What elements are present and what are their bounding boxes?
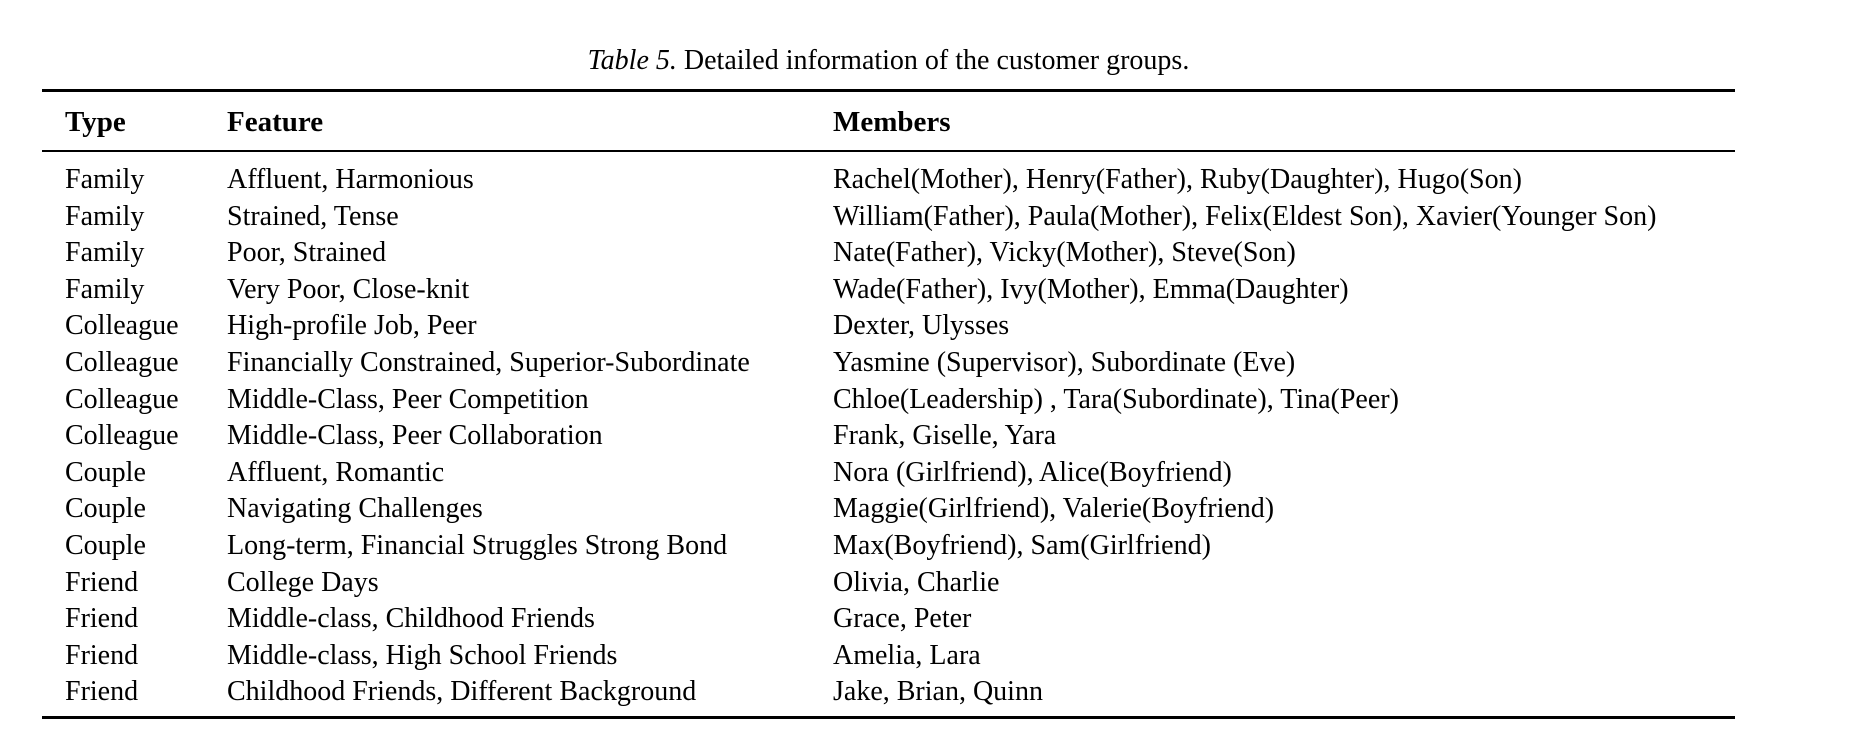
cell-type: Family <box>65 164 145 195</box>
cell-members: Jake, Brian, Quinn <box>833 676 1043 708</box>
cell-feature: Childhood Friends, Different Background <box>227 676 697 708</box>
cell-type: Family <box>65 200 145 232</box>
cell-type: Colleague <box>65 383 179 415</box>
table-row: Couple Long-term, Financial Struggles Str… <box>42 528 1735 565</box>
cell-feature: Middle-Class, Peer Collaboration <box>227 420 603 452</box>
cell-members: Yasmine (Supervisor), Subordinate (Eve) <box>833 346 1296 378</box>
table-caption-text: Detailed information of the customer gro… <box>676 45 1190 76</box>
cell-feature: Very Poor, Close-knit <box>227 273 470 305</box>
cell-feature: Affluent, Harmonious <box>227 164 474 195</box>
cell-members: Amelia, Lara <box>833 639 981 671</box>
cell-members: Nate(Father), Vicky(Mother), Steve(Son) <box>833 237 1296 269</box>
cell-feature: High-profile Job, Peer <box>227 310 477 342</box>
cell-feature: Strained, Tense <box>227 200 399 232</box>
table-row: Colleague Financially Constrained, Superi… <box>42 345 1735 382</box>
cell-type: Family <box>65 273 145 305</box>
header-row: Type Feature Members <box>42 90 1735 152</box>
table-row: Colleague Middle-Class, Peer Collaboratio… <box>42 418 1735 455</box>
cell-feature: Middle-class, High School Friends <box>227 639 618 671</box>
cell-feature: Navigating Challenges <box>227 493 483 525</box>
cell-type: Friend <box>65 566 139 598</box>
cell-members: Chloe(Leadership) , Tara(Subordinate), T… <box>833 383 1399 415</box>
cell-type: Couple <box>65 493 146 525</box>
table-row: Colleague High-profile Job, Peer Dexter, U… <box>42 308 1735 345</box>
table-body: Family Affluent, Harmonious Rachel(Mother)… <box>42 151 1735 717</box>
cell-feature: Middle-Class, Peer Competition <box>227 383 589 415</box>
cell-type: Friend <box>65 603 139 635</box>
table-row: Family Strained, Tense William(Father), Pa… <box>42 199 1735 236</box>
cell-type: Family <box>65 237 145 269</box>
cell-type: Colleague <box>65 310 179 342</box>
cell-type: Couple <box>65 456 146 488</box>
cell-members: Nora (Girlfriend), Alice(Boyfriend) <box>833 456 1232 488</box>
column-header-feature: Feature <box>227 90 833 152</box>
cell-type: Colleague <box>65 346 179 378</box>
cell-type: Friend <box>65 639 139 671</box>
cell-members: Dexter, Ulysses <box>833 310 1010 342</box>
cell-members: William(Father), Paula(Mother), Felix(El… <box>833 200 1657 232</box>
cell-members: Grace, Peter <box>833 603 972 635</box>
cell-members: Rachel(Mother), Henry(Father), Ruby(Daug… <box>833 164 1522 195</box>
cell-type: Friend <box>65 676 139 708</box>
cell-members: Frank, Giselle, Yara <box>833 420 1057 452</box>
table-caption-label: Table 5. <box>587 45 677 76</box>
table-row: Couple Affluent, Romantic Nora (Girlfriend… <box>42 455 1735 492</box>
cell-type: Couple <box>65 529 146 561</box>
cell-feature: College Days <box>227 566 379 598</box>
table-row: Friend College Days Olivia, Charlie <box>42 565 1735 602</box>
cell-type: Colleague <box>65 420 179 452</box>
column-header-type: Type <box>42 90 227 152</box>
table-caption: Table 5. Detailed information of the cus… <box>42 44 1735 78</box>
table-header: Type Feature Members <box>42 90 1735 152</box>
customer-groups-table: Type Feature Members Family Affluent, Har… <box>42 89 1735 719</box>
table-row: Couple Navigating Challenges Maggie(Girlfr… <box>42 491 1735 528</box>
cell-feature: Poor, Strained <box>227 237 387 269</box>
table-row: Friend Middle-class, High School Friends A… <box>42 638 1735 675</box>
cell-feature: Financially Constrained, Superior-Subord… <box>227 346 750 378</box>
cell-members: Olivia, Charlie <box>833 566 1000 598</box>
column-header-members: Members <box>833 90 1735 152</box>
table-row: Family Affluent, Harmonious Rachel(Mother)… <box>42 151 1735 199</box>
cell-members: Maggie(Girlfriend), Valerie(Boyfriend) <box>833 493 1275 525</box>
cell-members: Max(Boyfriend), Sam(Girlfriend) <box>833 529 1211 561</box>
cell-members: Wade(Father), Ivy(Mother), Emma(Daughter… <box>833 273 1349 305</box>
table-row: Family Poor, Strained Nate(Father), Vicky(… <box>42 235 1735 272</box>
table-row: Friend Childhood Friends, Different Backg… <box>42 674 1735 717</box>
table-row: Friend Middle-class, Childhood Friends Gra… <box>42 601 1735 638</box>
table-row: Colleague Middle-Class, Peer Competition C… <box>42 382 1735 419</box>
cell-feature: Long-term, Financial Struggles Strong Bo… <box>227 529 728 561</box>
cell-feature: Affluent, Romantic <box>227 456 445 488</box>
table-row: Family Very Poor, Close-knit Wade(Father),… <box>42 272 1735 309</box>
cell-feature: Middle-class, Childhood Friends <box>227 603 595 635</box>
